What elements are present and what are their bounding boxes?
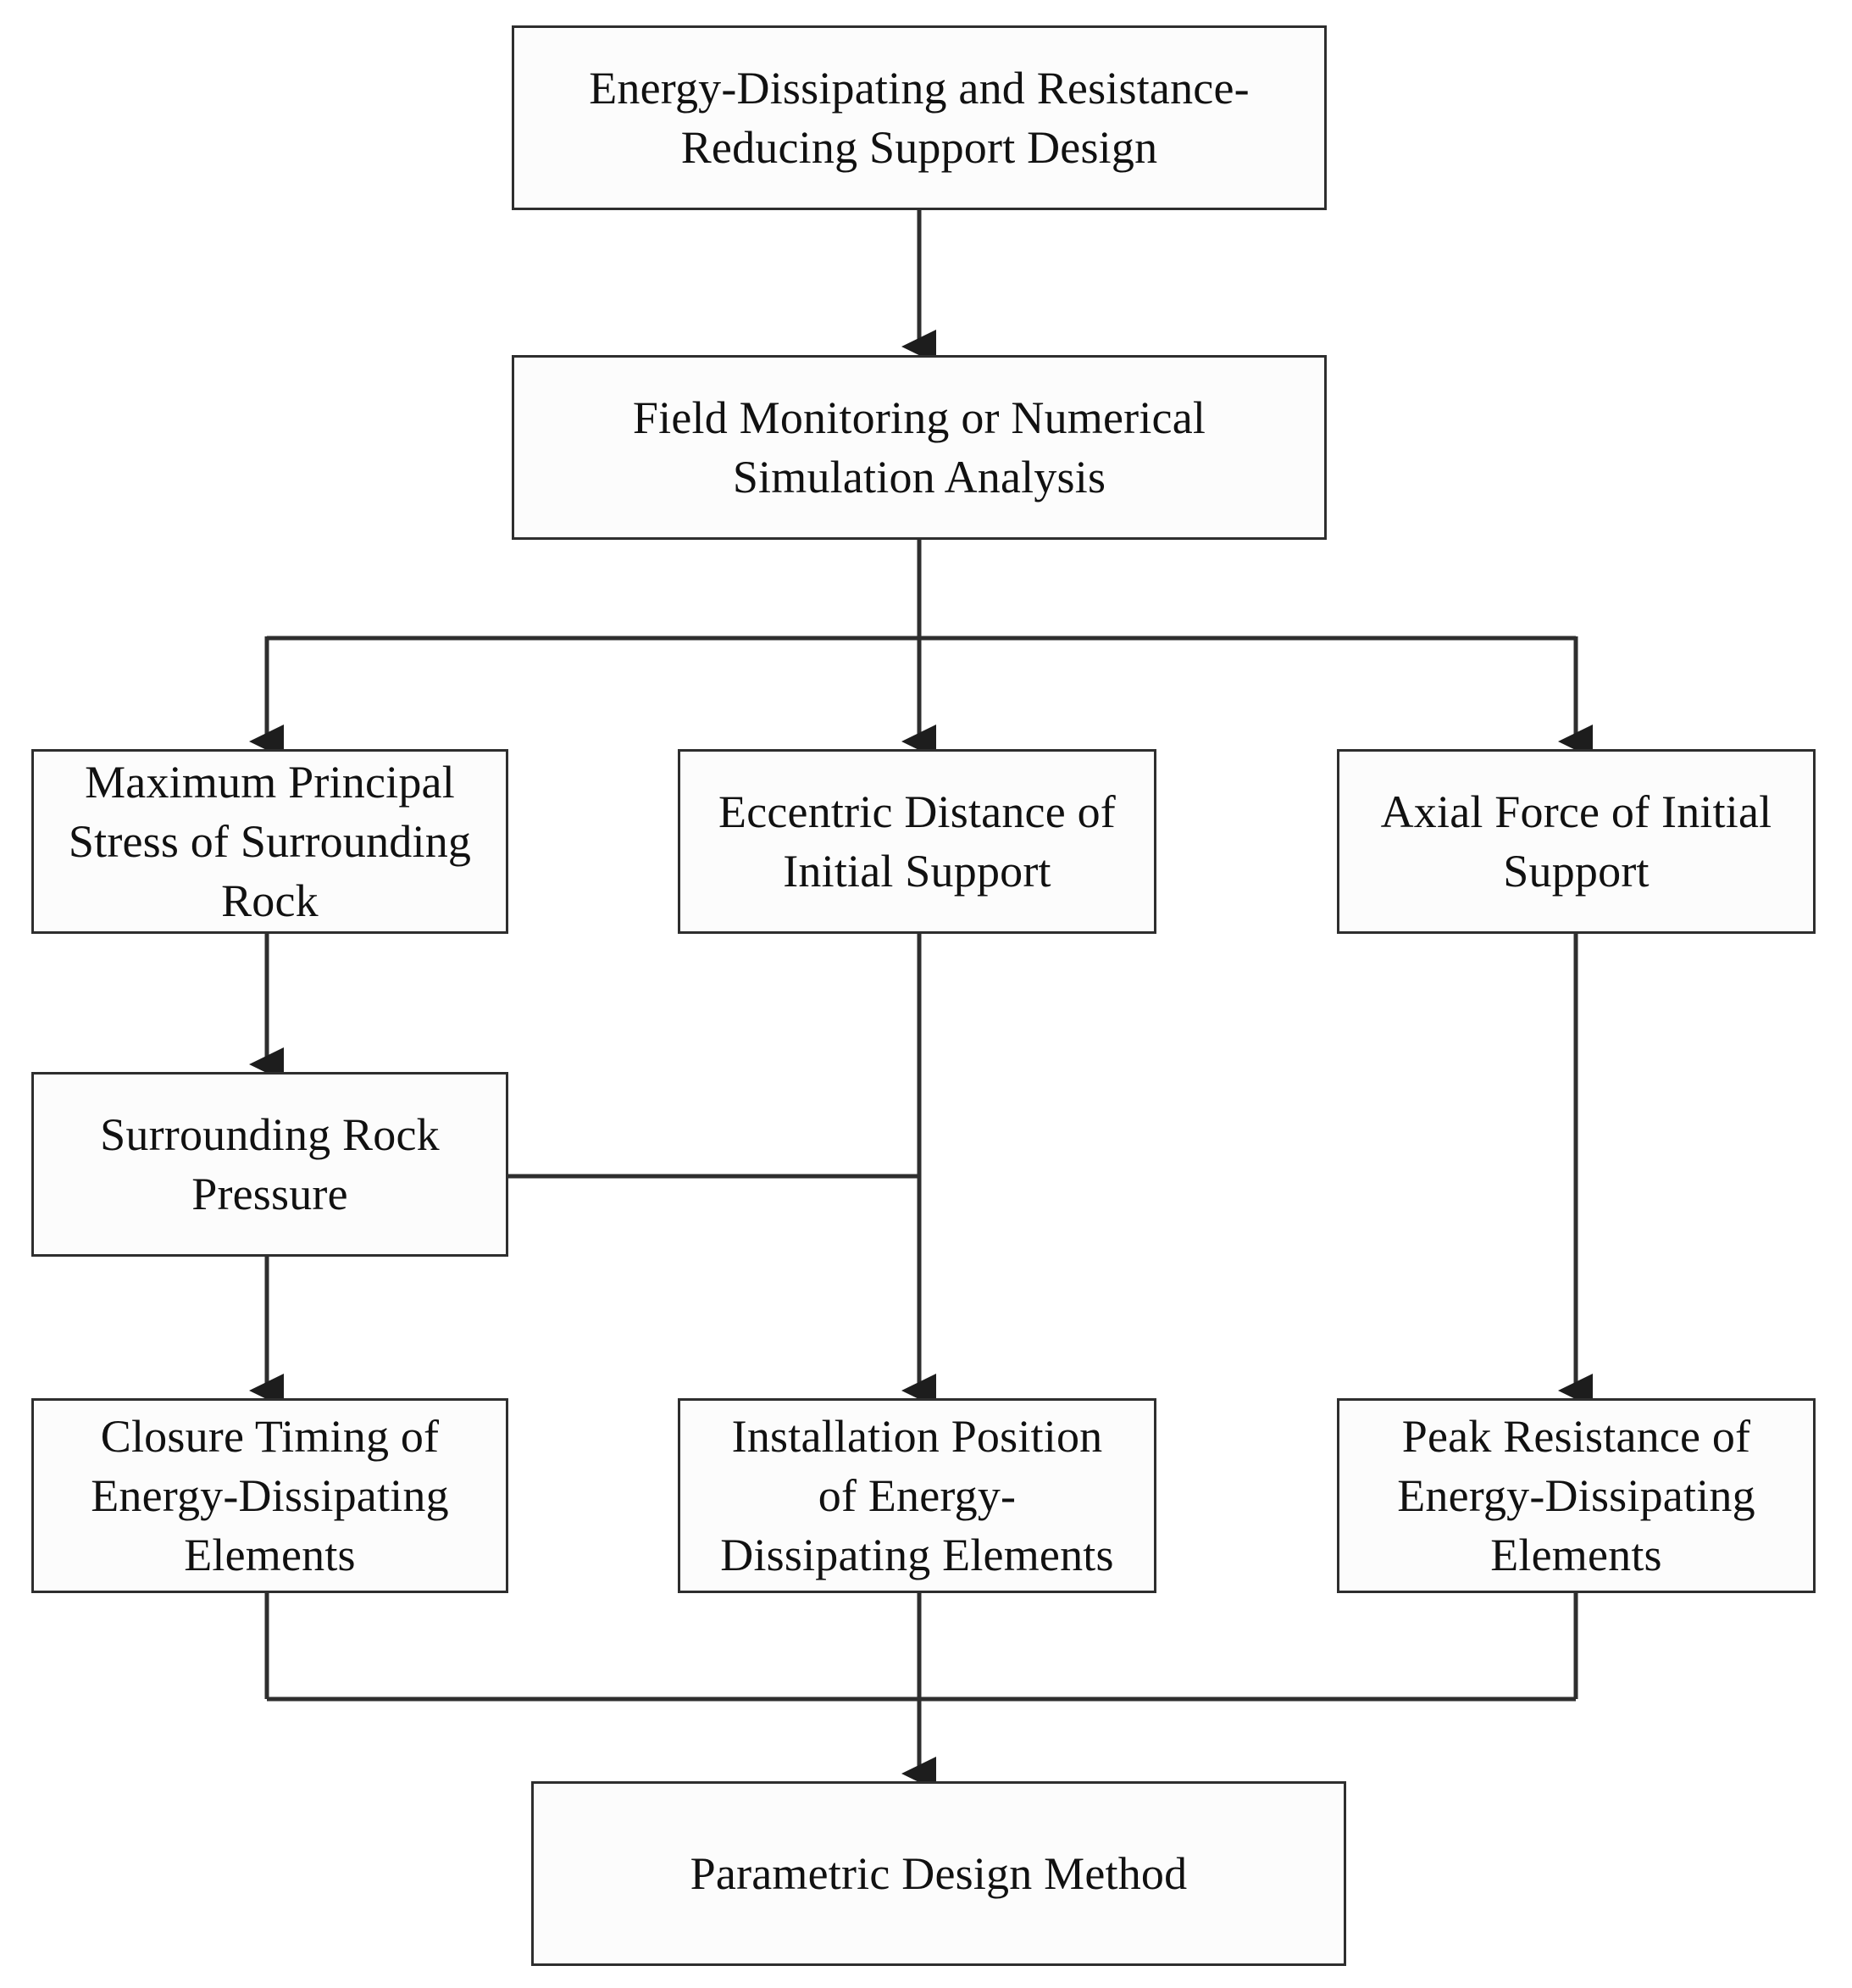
node-parametric-design-method[interactable]: Parametric Design Method — [531, 1781, 1346, 1966]
node-label: Closure Timing of Energy-Dissipating Ele… — [91, 1410, 449, 1581]
node-peak-resistance-energy-dissipating-elements[interactable]: Peak Resistance of Energy-Dissipating El… — [1337, 1398, 1816, 1593]
node-closure-timing-energy-dissipating-elements[interactable]: Closure Timing of Energy-Dissipating Ele… — [31, 1398, 508, 1593]
node-label: Maximum Principal Stress of Surrounding … — [68, 756, 472, 927]
node-installation-position-energy-dissipating-elements[interactable]: Installation Position of Energy- Dissipa… — [678, 1398, 1156, 1593]
node-field-monitoring-numerical-simulation[interactable]: Field Monitoring or Numerical Simulation… — [512, 355, 1327, 540]
node-label: Energy-Dissipating and Resistance- Reduc… — [589, 62, 1250, 173]
node-label: Eccentric Distance of Initial Support — [718, 786, 1116, 897]
node-label: Axial Force of Initial Support — [1380, 786, 1772, 897]
node-label: Installation Position of Energy- Dissipa… — [720, 1410, 1114, 1581]
node-label: Peak Resistance of Energy-Dissipating El… — [1397, 1410, 1755, 1581]
node-label: Surrounding Rock Pressure — [100, 1108, 440, 1219]
node-label: Parametric Design Method — [690, 1847, 1188, 1899]
node-energy-dissipating-support-design[interactable]: Energy-Dissipating and Resistance- Reduc… — [512, 25, 1327, 210]
node-eccentric-distance-initial-support[interactable]: Eccentric Distance of Initial Support — [678, 749, 1156, 934]
node-maximum-principal-stress[interactable]: Maximum Principal Stress of Surrounding … — [31, 749, 508, 934]
node-axial-force-initial-support[interactable]: Axial Force of Initial Support — [1337, 749, 1816, 934]
node-surrounding-rock-pressure[interactable]: Surrounding Rock Pressure — [31, 1072, 508, 1257]
node-label: Field Monitoring or Numerical Simulation… — [632, 391, 1206, 503]
